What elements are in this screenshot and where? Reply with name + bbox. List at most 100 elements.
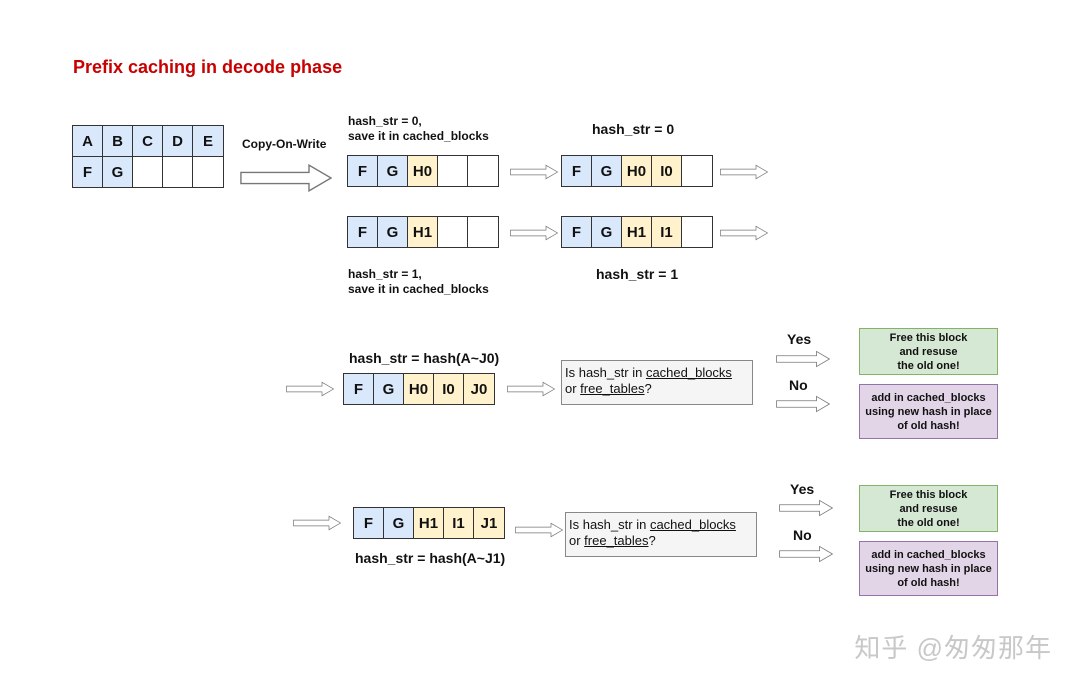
arrow-right-icon bbox=[240, 164, 332, 192]
cell: J0 bbox=[464, 374, 494, 404]
copy-on-write-label: Copy-On-Write bbox=[242, 137, 327, 151]
cell: J1 bbox=[474, 508, 504, 538]
cell bbox=[468, 217, 498, 247]
arrow-right-icon bbox=[776, 350, 830, 368]
flow2-yes-result: Free this block and resuse the old one! bbox=[859, 485, 998, 532]
result-line: using new hash in place bbox=[865, 405, 992, 418]
result-line: Free this block bbox=[889, 331, 968, 344]
cell: H1 bbox=[414, 508, 444, 538]
cell: B bbox=[103, 126, 133, 156]
note-line: save it in cached_blocks bbox=[348, 129, 489, 143]
arrow-right-icon bbox=[776, 395, 830, 413]
branch1-block-b: F G H1 I1 bbox=[561, 216, 713, 248]
cell: F bbox=[562, 156, 592, 186]
arrow-right-icon bbox=[720, 164, 768, 180]
flow2-no-result: add in cached_blocks using new hash in p… bbox=[859, 541, 998, 596]
arrow-right-icon bbox=[286, 381, 334, 397]
flow2-block: F G H1 I1 J1 bbox=[353, 507, 505, 539]
cell: H1 bbox=[408, 217, 438, 247]
arrow-right-icon bbox=[510, 225, 558, 241]
cell: G bbox=[374, 374, 404, 404]
cell: F bbox=[348, 217, 378, 247]
question-text: ? bbox=[644, 381, 652, 396]
cell: H0 bbox=[622, 156, 652, 186]
cell: F bbox=[73, 157, 103, 187]
question-keyword: free_tables bbox=[580, 381, 645, 396]
result-line: the old one! bbox=[897, 516, 960, 529]
arrow-right-icon bbox=[779, 545, 833, 563]
arrow-right-icon bbox=[507, 381, 555, 397]
cell: C bbox=[133, 126, 163, 156]
branch0-label: hash_str = 0 bbox=[592, 121, 675, 137]
cell bbox=[468, 156, 498, 186]
cell: I0 bbox=[652, 156, 682, 186]
flow1-yes-label: Yes bbox=[787, 331, 812, 347]
arrow-right-icon bbox=[510, 164, 558, 180]
cell bbox=[438, 156, 468, 186]
branch1-block-a: F G H1 bbox=[347, 216, 499, 248]
cell bbox=[163, 157, 193, 187]
result-line: of old hash! bbox=[897, 576, 960, 589]
initial-block: A B C D E F G bbox=[72, 125, 224, 188]
result-line: add in cached_blocks bbox=[871, 391, 986, 404]
cell bbox=[438, 217, 468, 247]
question-keyword: cached_blocks bbox=[649, 517, 736, 532]
result-line: the old one! bbox=[897, 359, 960, 372]
question-keyword: free_tables bbox=[584, 533, 649, 548]
cell: G bbox=[592, 156, 622, 186]
initial-block-row-1: A B C D E bbox=[73, 126, 223, 156]
cell: E bbox=[193, 126, 223, 156]
cell: G bbox=[592, 217, 622, 247]
flow2-no-label: No bbox=[793, 527, 812, 543]
result-line: using new hash in place bbox=[865, 562, 992, 575]
cell bbox=[682, 156, 712, 186]
cell: H0 bbox=[404, 374, 434, 404]
note-line: save it in cached_blocks bbox=[348, 282, 489, 296]
cell: H0 bbox=[408, 156, 438, 186]
cell bbox=[133, 157, 163, 187]
cell: F bbox=[348, 156, 378, 186]
result-line: of old hash! bbox=[897, 419, 960, 432]
result-line: and resuse bbox=[899, 502, 958, 515]
question-text: ? bbox=[648, 533, 656, 548]
cell: G bbox=[103, 157, 133, 187]
branch0-block-a: F G H0 bbox=[347, 155, 499, 187]
question-text: Is hash_str in bbox=[569, 517, 650, 532]
cell: I1 bbox=[652, 217, 682, 247]
flow1-no-label: No bbox=[789, 377, 808, 393]
flow2-hash-label: hash_str = hash(A~J1) bbox=[355, 550, 506, 566]
note-line: hash_str = 1, bbox=[348, 267, 422, 281]
flow2-question: Is hash_str in cached_blocks or free_tab… bbox=[565, 512, 757, 557]
arrow-right-icon bbox=[515, 522, 563, 538]
arrow-right-icon bbox=[720, 225, 768, 241]
branch1-label: hash_str = 1 bbox=[596, 266, 679, 282]
arrow-right-icon bbox=[293, 515, 341, 531]
flow1-question: Is hash_str in cached_blocks or free_tab… bbox=[561, 360, 753, 405]
result-line: add in cached_blocks bbox=[871, 548, 986, 561]
flow2-yes-label: Yes bbox=[790, 481, 815, 497]
cell bbox=[682, 217, 712, 247]
initial-block-row-2: F G bbox=[73, 156, 223, 187]
cell: D bbox=[163, 126, 193, 156]
branch0-block-b: F G H0 I0 bbox=[561, 155, 713, 187]
flow1-no-result: add in cached_blocks using new hash in p… bbox=[859, 384, 998, 439]
cell: I1 bbox=[444, 508, 474, 538]
cell: H1 bbox=[622, 217, 652, 247]
question-text: or bbox=[565, 381, 581, 396]
cell: A bbox=[73, 126, 103, 156]
question-keyword: cached_blocks bbox=[645, 365, 732, 380]
cell: G bbox=[378, 156, 408, 186]
watermark: 知乎 @匆匆那年 bbox=[854, 633, 1052, 663]
result-line: Free this block bbox=[889, 488, 968, 501]
cell: G bbox=[378, 217, 408, 247]
result-line: and resuse bbox=[899, 345, 958, 358]
note-line: hash_str = 0, bbox=[348, 114, 422, 128]
flow1-block: F G H0 I0 J0 bbox=[343, 373, 495, 405]
arrow-right-icon bbox=[779, 499, 833, 517]
question-text: Is hash_str in bbox=[565, 365, 646, 380]
flow1-hash-label: hash_str = hash(A~J0) bbox=[349, 350, 500, 366]
question-text: or bbox=[569, 533, 585, 548]
cell: I0 bbox=[434, 374, 464, 404]
flow1-yes-result: Free this block and resuse the old one! bbox=[859, 328, 998, 375]
cell: F bbox=[562, 217, 592, 247]
